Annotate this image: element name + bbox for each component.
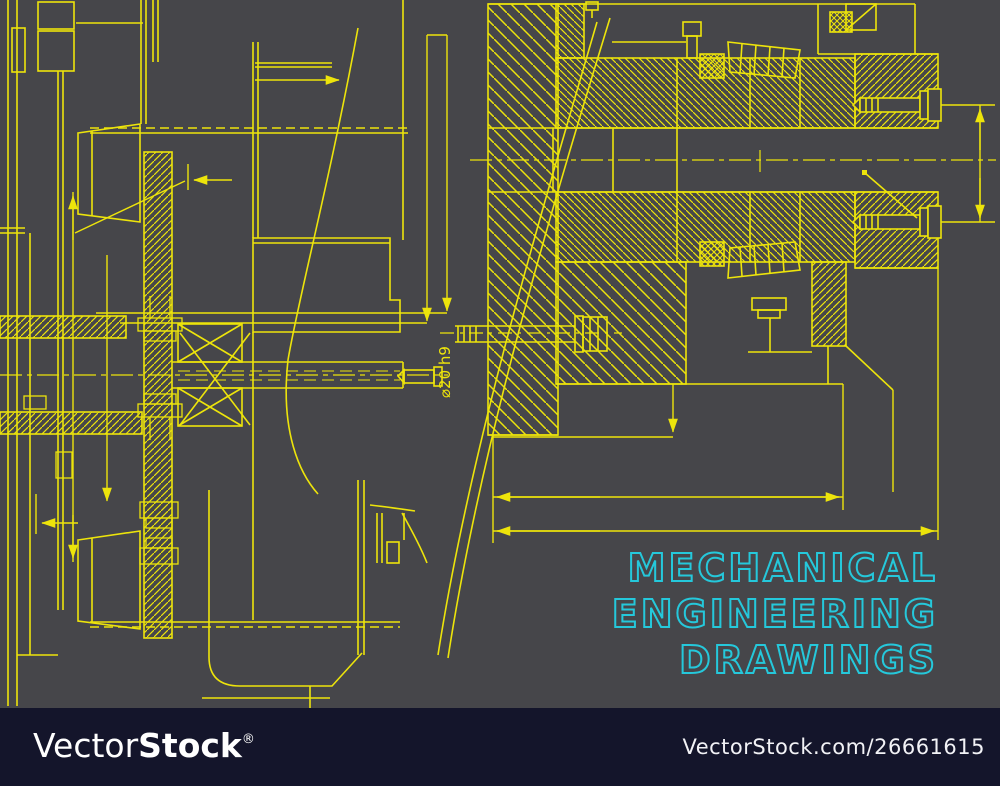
logo-text-vector: Vector [33, 725, 139, 765]
centerlines [0, 159, 996, 376]
vectorstock-logo: VectorStock® [33, 726, 255, 765]
left-assembly [0, 0, 408, 706]
logo-text-stock: Stock [138, 725, 242, 765]
dimension-label: ⌀20 h9 [436, 346, 454, 398]
title-line-engineering: ENGINEERING [611, 591, 938, 637]
mechanical-blueprint-drawing: ⌀20 h9 [0, 0, 996, 708]
right-assembly [396, 1, 942, 436]
registered-mark: ® [241, 731, 255, 747]
title-line-mechanical: MECHANICAL [627, 545, 938, 591]
title-block: MECHANICAL ENGINEERING DRAWINGS [611, 545, 938, 683]
dimension-lines [35, 34, 995, 562]
watermark-bar: VectorStock® VectorStock.com/26661615 [0, 708, 1000, 786]
watermark-url: VectorStock.com/26661615 [682, 735, 985, 759]
title-line-drawings: DRAWINGS [678, 637, 938, 683]
